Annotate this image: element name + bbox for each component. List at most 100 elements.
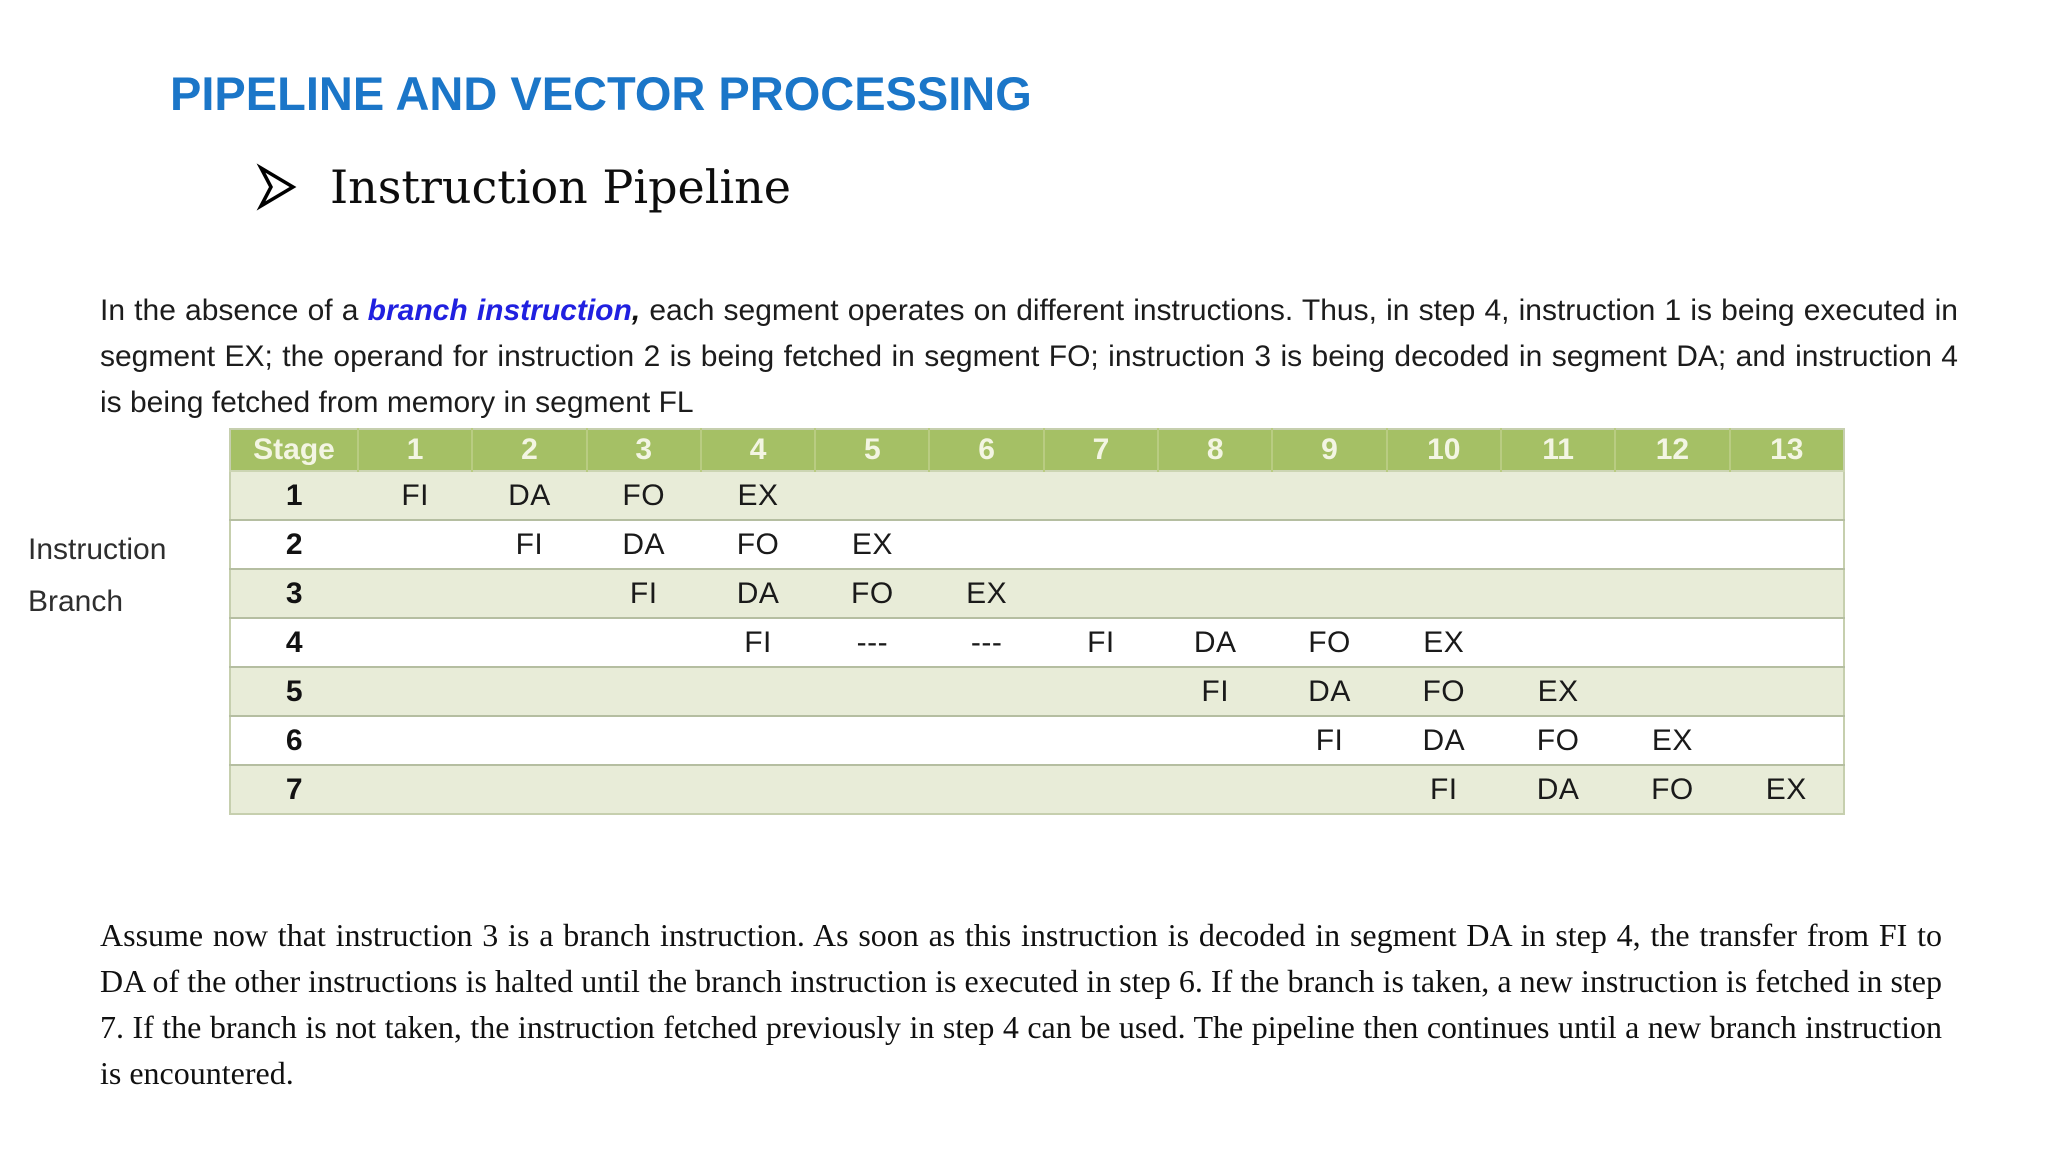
table-cell — [358, 667, 472, 716]
table-cell — [1730, 471, 1844, 520]
table-cell — [1272, 569, 1386, 618]
table-cell: FI — [744, 625, 772, 659]
table-cell: FI — [1315, 723, 1344, 757]
table-cell: EX — [1765, 772, 1807, 806]
table-cell — [587, 716, 701, 765]
intro-paragraph-post: each segment operates on different instr… — [100, 294, 1958, 419]
table-cell: DA — [1536, 772, 1580, 806]
table-cell: EX — [1537, 674, 1579, 708]
stage-cell: 6 — [285, 723, 304, 757]
table-header-cell: 9 — [1271, 429, 1387, 471]
stage-cell: 2 — [285, 527, 304, 561]
table-cell — [1615, 471, 1729, 520]
table-cell — [1044, 569, 1158, 618]
table-header-cell: 4 — [699, 429, 816, 471]
stage-cell: 4 — [285, 625, 304, 659]
table-cell: EX — [1651, 723, 1693, 757]
table-cell: FI — [401, 478, 429, 512]
table-cell: DA — [508, 478, 551, 512]
table-cell: FI — [1087, 625, 1115, 659]
intro-paragraph: In the absence of a branch instruction, … — [100, 288, 1958, 426]
table-cell — [1272, 520, 1386, 569]
side-label-line2: Branch — [28, 585, 124, 618]
table-cell: FI — [629, 576, 658, 610]
table-cell: FO — [622, 478, 666, 512]
table-cell — [358, 716, 472, 765]
table-header-row: Stage 1 2 3 4 5 6 7 8 9 10 11 12 13 — [230, 429, 1844, 471]
table-cell — [1387, 471, 1501, 520]
table-cell — [1730, 716, 1844, 765]
table-cell: DA — [622, 527, 666, 561]
highlight-comma: , — [631, 294, 641, 327]
table-cell — [1158, 569, 1272, 618]
table-cell — [1044, 471, 1158, 520]
stage-cell: 5 — [285, 674, 304, 708]
side-label-line1: Instruction — [28, 533, 167, 566]
page-title: PIPELINE AND VECTOR PROCESSING — [170, 67, 1032, 120]
table-cell — [358, 569, 472, 618]
table-cell — [815, 471, 929, 520]
table-cell — [929, 520, 1043, 569]
branch-explanation-paragraph: Assume now that instruction 3 is a branc… — [100, 917, 1942, 1091]
table-cell: DA — [1308, 674, 1351, 708]
table-cell — [929, 471, 1043, 520]
table-header-cell: 1 — [356, 429, 473, 471]
table-cell: DA — [1422, 723, 1466, 757]
table-cell — [358, 520, 472, 569]
table-cell — [701, 667, 815, 716]
table-cell: EX — [966, 576, 1008, 610]
table-row: 1 FI DA FO EX — [230, 471, 1844, 520]
table-cell: FO — [736, 527, 780, 561]
stage-cell: 1 — [285, 478, 304, 512]
table-cell — [1501, 520, 1615, 569]
table-cell: DA — [736, 576, 780, 610]
table-cell — [358, 618, 472, 667]
table-cell — [929, 667, 1043, 716]
table-cell — [472, 569, 586, 618]
table-cell — [815, 765, 929, 814]
table-cell: EX — [737, 478, 779, 512]
table-cell — [1615, 520, 1729, 569]
table-cell: DA — [1193, 625, 1237, 659]
table-cell — [1615, 618, 1729, 667]
table-cell: EX — [851, 527, 893, 561]
table-cell — [472, 716, 586, 765]
table-header-cell: 13 — [1728, 429, 1844, 471]
table-cell — [587, 765, 701, 814]
table-header-cell: 8 — [1157, 429, 1273, 471]
stage-cell: 3 — [285, 576, 304, 610]
table-cell: FO — [1651, 772, 1694, 806]
table-cell — [472, 765, 586, 814]
arrowhead-bullet-icon — [256, 163, 298, 211]
table-header-cell: 6 — [928, 429, 1044, 471]
table-cell — [1387, 520, 1501, 569]
table-cell — [1272, 471, 1386, 520]
table-cell — [1272, 765, 1386, 814]
table-cell: EX — [1423, 625, 1465, 659]
instruction-branch-label: Instruction Branch — [28, 524, 166, 628]
table-cell — [1730, 520, 1844, 569]
section-heading: Instruction Pipeline — [256, 160, 791, 214]
table-cell — [1158, 520, 1272, 569]
table-cell — [1387, 569, 1501, 618]
table-cell — [815, 716, 929, 765]
table-cell — [1158, 716, 1272, 765]
table-cell — [929, 765, 1043, 814]
table-header-cell: 3 — [585, 429, 701, 471]
table-cell — [815, 667, 929, 716]
table-cell — [587, 618, 701, 667]
table-cell — [701, 716, 815, 765]
table-cell — [472, 667, 586, 716]
table-cell — [1730, 569, 1844, 618]
table-cell — [701, 765, 815, 814]
branch-instruction-highlight: branch instruction — [367, 294, 632, 327]
table-cell — [1615, 569, 1729, 618]
stage-cell: 7 — [285, 772, 304, 806]
table-cell — [1501, 471, 1615, 520]
